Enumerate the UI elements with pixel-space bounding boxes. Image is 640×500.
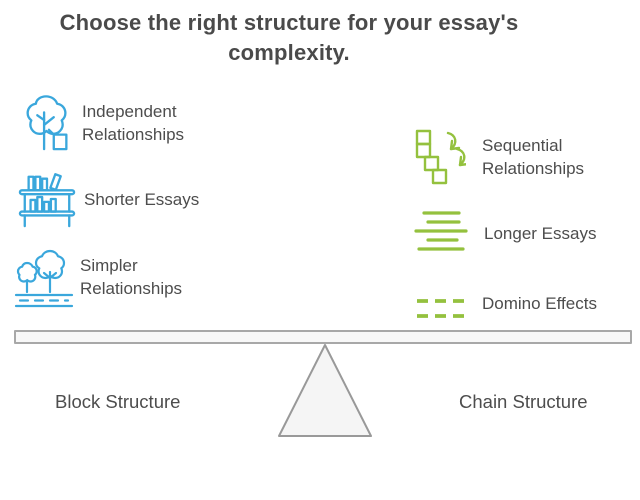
list-item-label: Simpler Relationships: [80, 256, 183, 298]
text-lines-icon: [414, 210, 468, 256]
dashes-icon: [416, 295, 466, 325]
tree-icon: [18, 93, 76, 153]
list-item-label: Domino Effects: [482, 293, 597, 313]
list-item-label: Shorter Essays: [84, 189, 200, 209]
list-item-sequential-relationships: Sequential Relationships: [408, 128, 622, 186]
chain-structure-label: Chain Structure: [459, 391, 588, 412]
seesaw-beam: [14, 330, 632, 344]
trees-icon: [14, 246, 74, 308]
sequence-icon: [408, 128, 466, 186]
page-title-line1: Choose the right structure for your essa…: [59, 10, 519, 35]
page-title-line2: complexity.: [228, 40, 350, 65]
list-item-label: Independent Relationships: [82, 102, 185, 144]
seesaw-fulcrum-triangle: [276, 343, 374, 438]
list-item-domino-effects: Domino Effects: [416, 281, 622, 325]
list-item-simpler-relationships: Simpler Relationships: [14, 246, 212, 308]
list-item-longer-essays: Longer Essays: [414, 210, 624, 256]
block-structure-label: Block Structure: [55, 391, 181, 412]
list-item-shorter-essays: Shorter Essays: [16, 170, 216, 228]
list-item-label: Sequential Relationships: [482, 136, 585, 178]
page-title: Choose the right structure for your essa…: [0, 8, 578, 68]
list-item-label: Longer Essays: [484, 223, 597, 243]
bookshelf-icon: [16, 170, 78, 228]
list-item-independent-relationships: Independent Relationships: [18, 93, 214, 153]
